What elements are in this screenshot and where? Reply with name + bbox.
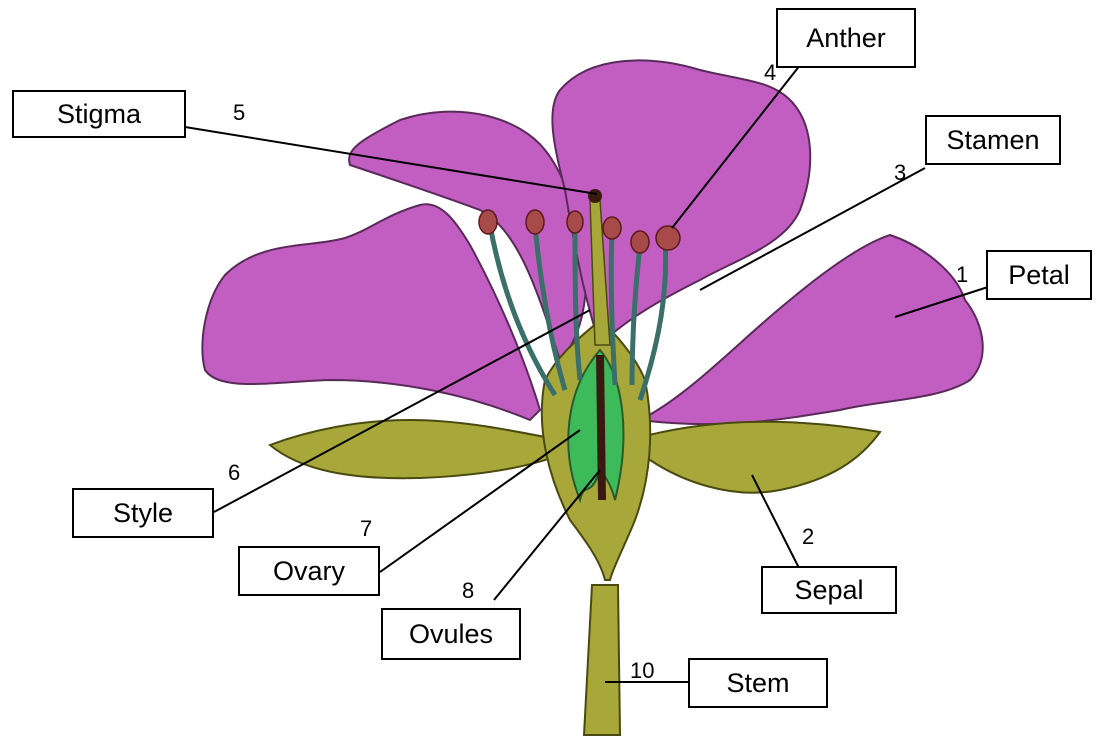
label-ovary: Ovary (238, 546, 380, 596)
label-stigma: Stigma (12, 90, 186, 138)
label-anther: Anther (776, 8, 916, 68)
number-ovary: 7 (360, 516, 372, 542)
label-stem: Stem (688, 658, 828, 708)
label-petal: Petal (986, 250, 1092, 300)
number-stamen: 3 (894, 160, 906, 186)
number-style: 6 (228, 460, 240, 486)
number-anther: 4 (764, 60, 776, 86)
label-ovules: Ovules (381, 608, 521, 660)
number-sepal: 2 (802, 524, 814, 550)
number-petal: 1 (956, 262, 968, 288)
petal-left (202, 204, 540, 420)
sepal-left (270, 420, 560, 478)
number-stigma: 5 (233, 100, 245, 126)
stigma-tip (588, 189, 602, 203)
stem-shape (584, 585, 620, 735)
number-stem: 10 (630, 658, 654, 684)
label-sepal: Sepal (761, 566, 897, 614)
label-stamen: Stamen (925, 115, 1061, 165)
label-style: Style (72, 488, 214, 538)
number-ovules: 8 (462, 578, 474, 604)
